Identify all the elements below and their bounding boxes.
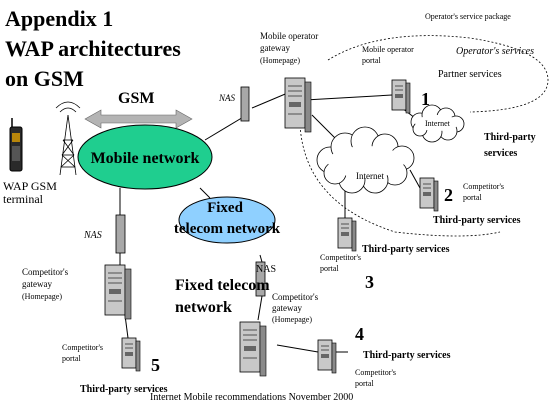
competitor-portal-4-label-1: Competitor's	[355, 368, 396, 377]
mobile-network-label: Mobile network	[91, 150, 200, 167]
third-party-1-label-1: Third-party	[484, 132, 536, 143]
competitor-portal-2-label-1: Competitor's	[463, 182, 504, 191]
service-package-boundary	[299, 35, 549, 237]
competitor-gateway-4-label-2: gateway	[272, 303, 302, 313]
fixed-network-label-2: telecom network	[174, 221, 281, 237]
server-icon	[104, 264, 132, 320]
wap-terminal-label-2: terminal	[3, 192, 44, 206]
gsm-label: GSM	[118, 90, 154, 107]
antenna-icon	[55, 101, 81, 176]
nas-box-top	[240, 86, 250, 122]
third-party-2-label: Third-party services	[433, 215, 521, 226]
mobile-network-ellipse	[77, 124, 213, 190]
nas-label-top: NAS	[218, 93, 236, 103]
nas-box-right	[255, 261, 266, 297]
server-icon	[337, 217, 357, 252]
case-number-4: 4	[355, 324, 364, 344]
third-party-3-label: Third-party services	[362, 244, 450, 255]
competitor-gateway-5-label-3: (Homepage)	[22, 292, 62, 301]
server-icon	[419, 177, 439, 212]
fixed-network-label-1: Fixed	[207, 200, 243, 216]
server-icon	[239, 321, 267, 377]
third-party-4-label: Third-party services	[363, 350, 451, 361]
competitor-portal-5-label-2: portal	[62, 354, 81, 363]
server-icon	[391, 79, 411, 114]
internet-label-2: Internet	[356, 171, 384, 181]
competitor-gateway-5-label-1: Competitor's	[22, 267, 69, 277]
fixed-network-big-label-2: network	[175, 299, 232, 316]
double-arrow-icon	[84, 109, 193, 129]
competitor-portal-2-label-2: portal	[463, 193, 482, 202]
competitor-portal-3-label-1: Competitor's	[320, 253, 361, 262]
competitor-portal-5-label-1: Competitor's	[62, 343, 103, 352]
nas-box-left	[115, 214, 126, 254]
competitor-portal-3-label-2: portal	[320, 264, 339, 273]
fixed-network-big-label-1: Fixed telecom	[175, 277, 270, 294]
fixed-network-ellipse	[178, 196, 276, 244]
case-number-3: 3	[365, 272, 374, 292]
mobile-portal-label-1: Mobile operator	[362, 45, 414, 54]
connection-lines	[119, 91, 421, 353]
cloud-icon	[410, 104, 465, 143]
nas-label-right: NAS	[256, 264, 276, 275]
competitor-gateway-5-label-2: gateway	[22, 279, 52, 289]
competitor-gateway-4-label-3: (Homepage)	[272, 315, 312, 324]
partner-services-label: Partner services	[438, 69, 502, 80]
title-line-3: on GSM	[5, 66, 84, 91]
title-line-1: Appendix 1	[5, 6, 113, 31]
case-number-1: 1	[421, 89, 430, 109]
server-icon	[317, 339, 337, 374]
competitor-gateway-4-label-1: Competitor's	[272, 292, 319, 302]
phone-icon	[9, 118, 23, 172]
third-party-5-label: Third-party services	[80, 384, 168, 395]
third-party-1-label-2: services	[484, 148, 517, 159]
mobile-gateway-label-3: (Homepage)	[260, 56, 300, 65]
footer-text: Internet Mobile recommendations November…	[150, 392, 353, 403]
mobile-gateway-label-1: Mobile operator	[260, 31, 318, 41]
server-icon	[121, 337, 141, 372]
case-number-5: 5	[151, 355, 160, 375]
cloud-icon	[316, 126, 415, 194]
mobile-portal-label-2: portal	[362, 56, 381, 65]
mobile-gateway-label-2: gateway	[260, 43, 290, 53]
competitor-portal-4-label-2: portal	[355, 379, 374, 388]
operator-package-label: Operator's service package	[425, 12, 511, 21]
nas-label-left: NAS	[83, 230, 102, 241]
server-icon	[284, 77, 312, 133]
case-number-2: 2	[444, 185, 453, 205]
title-line-2: WAP architectures	[5, 36, 181, 61]
wap-terminal-label-1: WAP GSM	[3, 179, 57, 193]
operator-services-label: Operator's services	[456, 46, 534, 57]
internet-label-1: Internet	[425, 119, 451, 128]
